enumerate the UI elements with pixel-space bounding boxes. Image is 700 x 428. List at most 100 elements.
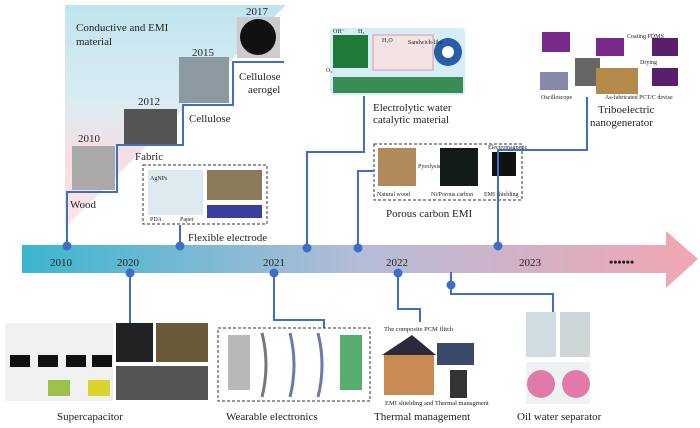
oil-connector (450, 272, 554, 312)
step-label-fabric: Fabric (135, 151, 163, 163)
supercap-sem (116, 366, 208, 400)
flexible-electrode-led (207, 205, 262, 218)
staircase-title-2: material (76, 36, 112, 48)
tribo-device (596, 68, 638, 94)
cellulose-image (179, 57, 229, 103)
dot (175, 241, 185, 251)
electrolytic-label-1: Electrolytic water (373, 102, 452, 114)
step-label-aerogel-2: aerogel (248, 84, 280, 96)
electrolytic-label-2: catalytic material (373, 114, 449, 126)
tribo-tester (575, 58, 600, 86)
house-roof (382, 335, 436, 355)
fig-text: Pyrolysis (418, 164, 441, 170)
fig-text: Paper (180, 217, 194, 223)
tribo-fabric-3 (652, 38, 678, 56)
electrolytic-sequence (333, 77, 463, 93)
step-year-2010: 2010 (78, 133, 101, 145)
flexible-electrode-label: Flexible electrode (188, 232, 267, 244)
timeline-dots (62, 241, 503, 290)
tribo-fabric-1 (542, 32, 570, 52)
fig-text: As-fabricated PCT/C devise (605, 94, 673, 101)
aerogel-disc (240, 19, 276, 55)
year-2021: 2021 (263, 257, 285, 269)
tribo-fabric-4 (652, 68, 678, 86)
oil-photo-2 (560, 312, 590, 357)
year-2010: 2010 (50, 257, 73, 269)
fig-text: Drying (640, 60, 657, 66)
step-year-2012: 2012 (138, 96, 160, 108)
laptop-icon (437, 343, 474, 365)
thermal-caption-top: The composite PCM flitch (384, 326, 454, 333)
fig-text: O₂ (326, 68, 332, 74)
wearable-fiber (288, 332, 296, 398)
step-label-wood: Wood (70, 199, 97, 211)
ring-hole (442, 46, 454, 58)
dot (269, 268, 279, 278)
house-icon (384, 355, 434, 395)
step-year-2015: 2015 (192, 47, 215, 59)
electrolytic-inset (372, 34, 434, 71)
wood-image (72, 146, 115, 190)
dot (353, 243, 363, 253)
wearable-box (217, 327, 371, 402)
fig-text: EMI shielding (484, 192, 519, 198)
fig-text: H₂O (382, 38, 393, 44)
oscilloscope-figure (540, 72, 568, 90)
wearable-materials (228, 335, 250, 390)
tribo-label-1: Triboelectric (598, 104, 655, 116)
timeline-arrow (22, 231, 698, 288)
supercap-yellow (88, 380, 110, 396)
fig-text: Oscilloscope (541, 95, 572, 101)
timeline-ellipsis: •••••• (609, 255, 634, 269)
porous-carbon-label: Porous carbon EMI (386, 208, 472, 220)
tribo-fabric-2 (596, 38, 624, 56)
staircase-title-1: Conductive and EMI (76, 22, 169, 34)
thermal-label: Thermal management (374, 411, 470, 423)
supercap-photo-2 (156, 323, 208, 362)
step-label-aerogel-1: Cellulose (239, 71, 281, 83)
wearable-fiber (316, 332, 324, 398)
staircase-line (66, 61, 284, 246)
fig-text: Coating PDMS (627, 34, 664, 40)
fig-text: Ni/Porous carbon (431, 192, 473, 198)
dot (62, 241, 72, 251)
dot (125, 268, 135, 278)
thermal-caption-bottom: EMI shielding and Thermal managment (385, 400, 489, 407)
year-2022: 2022 (386, 257, 408, 269)
wearable-connector (273, 272, 325, 328)
fig-text: Sandwich-like (408, 40, 443, 46)
supercap-sample (10, 355, 30, 367)
natural-wood-figure (378, 148, 416, 186)
supercap-sample (92, 355, 112, 367)
step-year-2017: 2017 (246, 6, 269, 18)
flexible-electrode-box (142, 164, 268, 225)
fig-text: PDA (150, 217, 163, 223)
dot (302, 243, 312, 253)
step-label-cellulose: Cellulose (189, 113, 231, 125)
porous-carbon-figure (440, 148, 478, 186)
porous-connector (357, 170, 374, 246)
emi-shielding-figure (492, 152, 516, 176)
oil-photo-1 (526, 312, 556, 357)
dot (493, 241, 503, 251)
fabric-image (124, 109, 177, 144)
wearable-label: Wearable electronics (226, 411, 318, 423)
dot (393, 268, 403, 278)
supercap-photo-1 (116, 323, 153, 362)
fig-text: Electromagnetic (488, 145, 528, 151)
fig-text: OH⁻ (333, 29, 345, 35)
year-2020: 2020 (117, 257, 140, 269)
thermal-connector (397, 272, 421, 322)
flexible-electrode-figure (148, 170, 203, 215)
dot (446, 280, 456, 290)
supercap-label: Supercapacitor (57, 411, 123, 423)
supercap-sample (38, 355, 58, 367)
tribo-connector (497, 97, 588, 246)
wearable-result (340, 335, 362, 390)
electrolytic-structure (333, 35, 368, 68)
electrolytic-connector (306, 96, 365, 246)
fig-text: Natural wood (377, 192, 410, 198)
wearable-fiber (260, 332, 268, 398)
